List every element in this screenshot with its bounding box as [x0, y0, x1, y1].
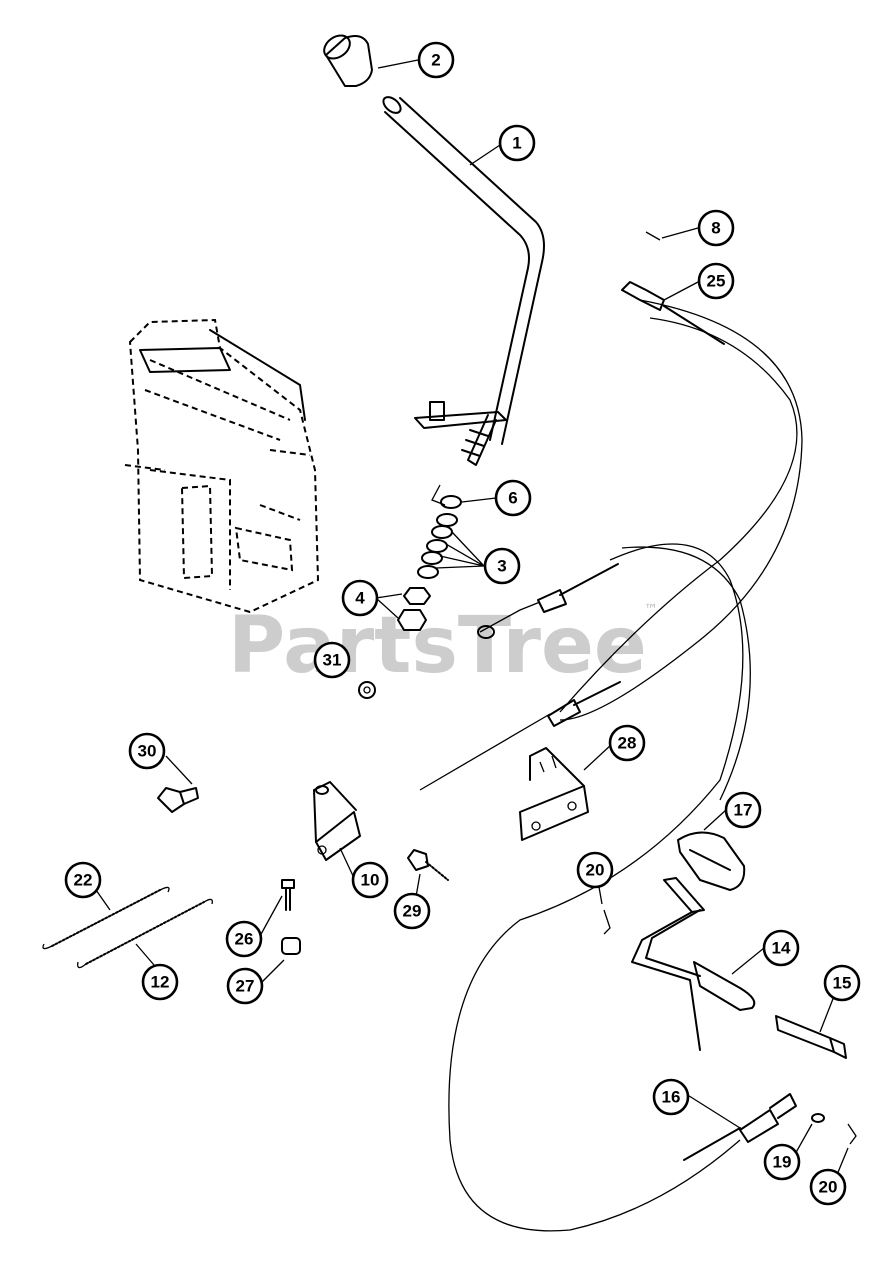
watermark-trademark: ™ [644, 602, 658, 618]
svg-text:29: 29 [403, 902, 422, 921]
callout-3: 3 [483, 547, 521, 585]
part-pedal [631, 877, 756, 1051]
part-spring-12 [77, 898, 213, 969]
part-nut [397, 587, 431, 631]
svg-text:14: 14 [772, 939, 791, 958]
svg-text:27: 27 [236, 977, 255, 996]
part-bracket [313, 781, 361, 861]
washer-stack [417, 484, 462, 579]
part-pedal-bolt [775, 1015, 847, 1059]
callout-15: 15 [823, 964, 861, 1002]
part-bolt-29 [407, 849, 449, 881]
transmission-housing [124, 318, 320, 614]
svg-text:20: 20 [586, 861, 605, 880]
svg-text:12: 12 [151, 973, 170, 992]
svg-text:28: 28 [618, 734, 637, 753]
watermark: PartsTree [228, 601, 647, 691]
callout-29: 29 [393, 892, 431, 930]
callout-12: 12 [141, 963, 179, 1001]
callout-17: 17 [724, 791, 762, 829]
part-spring-22 [42, 886, 170, 950]
callout-26: 26 [225, 920, 263, 958]
callout-4: 4 [341, 579, 379, 617]
callout-25: 25 [697, 262, 735, 300]
callout-27: 27 [226, 967, 264, 1005]
callout-14: 14 [762, 929, 800, 967]
svg-text:3: 3 [497, 557, 506, 576]
part-shift-lever [382, 96, 545, 466]
part-small-nut [358, 681, 376, 699]
svg-text:25: 25 [707, 272, 726, 291]
callout-19: 19 [763, 1143, 801, 1181]
callout-30: 30 [128, 732, 166, 770]
callout-2: 2 [417, 41, 455, 79]
part-cotter-pin-b [847, 1123, 857, 1145]
part-cable-end-mid [477, 563, 621, 727]
svg-text:4: 4 [355, 589, 365, 608]
svg-text:31: 31 [323, 651, 342, 670]
svg-text:2: 2 [431, 51, 440, 70]
callout-1: 1 [498, 124, 536, 162]
callout-6: 6 [494, 479, 532, 517]
svg-text:10: 10 [361, 871, 380, 890]
svg-text:30: 30 [138, 742, 157, 761]
svg-text:26: 26 [235, 930, 254, 949]
svg-text:20: 20 [819, 1178, 838, 1197]
svg-text:22: 22 [74, 871, 93, 890]
callout-8: 8 [697, 209, 735, 247]
part-pedal-pad [677, 831, 746, 891]
callout-16: 16 [652, 1078, 690, 1116]
part-cotter-pin-a [603, 909, 611, 935]
cables [419, 299, 803, 1232]
callout-22: 22 [64, 861, 102, 899]
callout-31: 31 [313, 641, 351, 679]
svg-text:6: 6 [508, 489, 517, 508]
part-spacer [281, 937, 301, 955]
svg-text:16: 16 [662, 1088, 681, 1107]
callout-20-lower: 20 [809, 1168, 847, 1206]
svg-text:1: 1 [512, 134, 521, 153]
callout-28: 28 [608, 724, 646, 762]
svg-text:17: 17 [734, 801, 753, 820]
part-angle-bracket [519, 747, 589, 841]
part-grip [323, 34, 373, 87]
part-washer-19 [811, 1113, 825, 1123]
callout-10: 10 [351, 861, 389, 899]
callout-20-upper: 20 [576, 851, 614, 889]
part-bolt [157, 787, 199, 813]
svg-text:8: 8 [711, 219, 720, 238]
part-screw [281, 879, 295, 911]
svg-text:15: 15 [833, 974, 852, 993]
svg-text:19: 19 [773, 1153, 792, 1172]
part-cable-end-16 [683, 1093, 797, 1161]
